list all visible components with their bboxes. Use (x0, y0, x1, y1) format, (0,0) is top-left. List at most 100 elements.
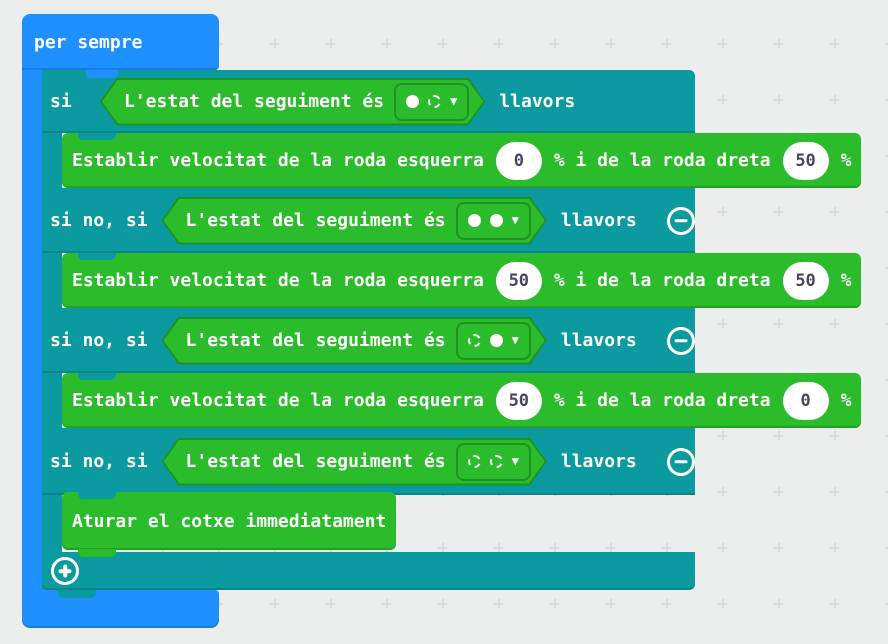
condition-block-3[interactable]: L'estat del seguiment és ▼ (162, 317, 547, 365)
elseif-row-1: si no, si L'estat del seguiment és ▼ lla… (42, 188, 695, 253)
forever-block-foot (22, 590, 219, 628)
set-speed-block-3[interactable]: Establir velocitat de la roda esquerra 5… (62, 373, 862, 428)
then-keyword: llavors (499, 91, 576, 112)
grid-plus-mark (830, 543, 839, 552)
grid-plus-mark (886, 319, 888, 328)
grid-plus-mark (886, 95, 888, 104)
grid-plus-mark (774, 543, 783, 552)
grid-plus-mark (886, 151, 888, 160)
grid-plus-mark (886, 543, 888, 552)
grid-plus-mark (830, 39, 839, 48)
if-row-1: si L'estat del seguiment és ▼ llavors (42, 70, 695, 133)
grid-plus-mark (886, 207, 888, 216)
remove-branch-button[interactable] (666, 326, 695, 355)
condition-body: L'estat del seguiment és ▼ (164, 440, 545, 484)
left-sensor-dot (468, 214, 481, 227)
condition-label: L'estat del seguiment és (124, 91, 385, 112)
if-block-bottom (42, 552, 695, 590)
grid-plus-mark (494, 39, 503, 48)
grid-plus-mark (886, 263, 888, 272)
if-keyword: si (50, 91, 72, 112)
grid-plus-mark (606, 599, 615, 608)
if-else-block[interactable]: si L'estat del seguiment és ▼ llavors si… (42, 70, 695, 598)
condition-label: L'estat del seguiment és (185, 451, 446, 472)
sensor-state-dropdown-3[interactable]: ▼ (456, 322, 531, 360)
dropdown-arrow-icon: ▼ (511, 212, 519, 227)
grid-plus-mark (774, 39, 783, 48)
set-speed-block-1[interactable]: Establir velocitat de la roda esquerra 0… (62, 133, 862, 188)
condition-block-2[interactable]: L'estat del seguiment és ▼ (162, 197, 547, 245)
grid-plus-mark (662, 599, 671, 608)
sensor-state-dropdown-1[interactable]: ▼ (394, 83, 469, 121)
grid-plus-mark (494, 543, 503, 552)
forever-block[interactable]: per sempre (22, 14, 219, 70)
elseif-keyword: si no, si (50, 210, 148, 231)
right-sensor-dot (490, 455, 503, 468)
block-notch (78, 253, 116, 260)
condition-block-1[interactable]: L'estat del seguiment és ▼ (100, 78, 485, 126)
add-branch-button[interactable] (51, 557, 79, 585)
speed-suffix-label: % (840, 270, 852, 291)
right-speed-input[interactable]: 50 (782, 141, 829, 180)
grid-plus-mark (830, 487, 839, 496)
grid-plus-mark (438, 599, 447, 608)
block-bottom-tab (78, 549, 116, 557)
speed-suffix-label: % (840, 390, 852, 411)
grid-plus-mark (550, 599, 559, 608)
grid-plus-mark (886, 599, 888, 608)
grid-plus-mark (886, 431, 888, 440)
speed-middle-label: % i de la roda dreta (553, 390, 771, 411)
grid-plus-mark (830, 319, 839, 328)
grid-plus-mark (830, 431, 839, 440)
grid-plus-mark (886, 487, 888, 496)
left-speed-input[interactable]: 50 (495, 261, 542, 300)
grid-plus-mark (662, 39, 671, 48)
grid-plus-mark (830, 95, 839, 104)
grid-plus-mark (718, 207, 727, 216)
grid-plus-mark (830, 599, 839, 608)
set-speed-block-2[interactable]: Establir velocitat de la roda esquerra 5… (62, 253, 862, 308)
remove-branch-button[interactable] (666, 206, 695, 235)
speed-prefix-label: Establir velocitat de la roda esquerra (72, 150, 484, 171)
condition-label: L'estat del seguiment és (185, 330, 446, 351)
speed-prefix-label: Establir velocitat de la roda esquerra (72, 390, 484, 411)
grid-plus-mark (774, 95, 783, 104)
left-speed-input[interactable]: 50 (495, 381, 542, 420)
grid-plus-mark (382, 39, 391, 48)
remove-branch-button[interactable] (666, 447, 695, 476)
grid-plus-mark (718, 39, 727, 48)
sensor-state-dropdown-4[interactable]: ▼ (456, 443, 531, 481)
sensor-state-dropdown-2[interactable]: ▼ (456, 202, 531, 240)
condition-block-4[interactable]: L'estat del seguiment és ▼ (162, 438, 547, 486)
grid-plus-mark (830, 207, 839, 216)
grid-plus-mark (774, 599, 783, 608)
elseif-row-2: si no, si L'estat del seguiment és ▼ lla… (42, 308, 695, 373)
left-speed-input[interactable]: 0 (495, 141, 542, 180)
elseif-row-3: si no, si L'estat del seguiment és ▼ lla… (42, 428, 695, 495)
grid-plus-mark (606, 39, 615, 48)
then-keyword: llavors (560, 451, 637, 472)
forever-inner-tab (86, 70, 118, 78)
grid-plus-mark (774, 319, 783, 328)
forever-label: per sempre (34, 31, 143, 53)
right-speed-input[interactable]: 50 (782, 261, 829, 300)
grid-plus-mark (718, 319, 727, 328)
block-notch (78, 492, 116, 499)
grid-plus-mark (270, 39, 279, 48)
grid-plus-mark (438, 39, 447, 48)
stop-car-block[interactable]: Aturar el cotxe immediatament (62, 492, 397, 557)
dropdown-arrow-icon: ▼ (511, 453, 519, 468)
speed-middle-label: % i de la roda dreta (553, 150, 771, 171)
grid-plus-mark (774, 207, 783, 216)
grid-plus-mark (718, 487, 727, 496)
grid-plus-mark (550, 39, 559, 48)
then-keyword: llavors (560, 330, 637, 351)
dropdown-arrow-icon: ▼ (450, 93, 458, 108)
grid-plus-mark (718, 599, 727, 608)
grid-plus-mark (662, 543, 671, 552)
grid-plus-mark (886, 39, 888, 48)
left-sensor-dot (468, 334, 481, 347)
elseif-keyword: si no, si (50, 330, 148, 351)
right-speed-input[interactable]: 0 (782, 381, 829, 420)
